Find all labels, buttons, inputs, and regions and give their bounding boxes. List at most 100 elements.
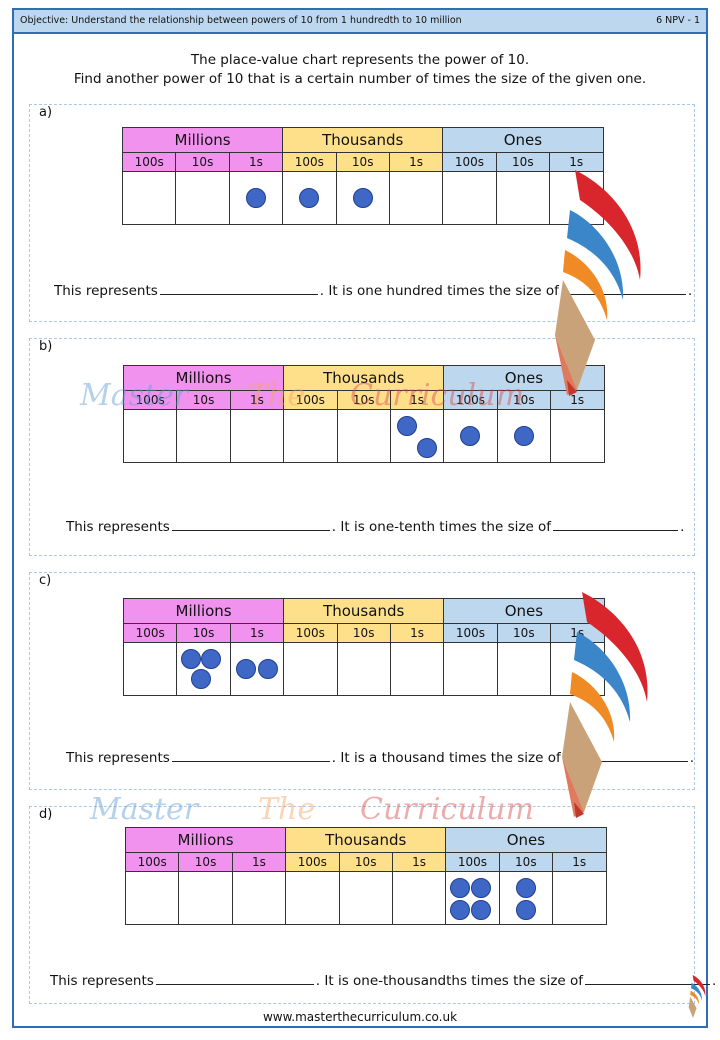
place-value-cell[interactable] (338, 871, 393, 925)
place-value-cell[interactable] (552, 871, 607, 925)
place-value-counter[interactable] (513, 426, 534, 446)
place-value-cell[interactable] (282, 171, 337, 225)
answer-blank-1[interactable] (155, 972, 314, 985)
place-value-cell[interactable] (283, 409, 338, 463)
place-value-cell[interactable] (178, 871, 233, 925)
place-value-cell[interactable] (122, 642, 178, 696)
place-value-cell[interactable] (445, 871, 500, 925)
pencil-logo-icon (555, 170, 641, 396)
place-value-counter[interactable] (201, 649, 222, 669)
footer-url: www.masterthecurriculum.co.uk (262, 1010, 458, 1024)
answer-blank-2[interactable] (560, 282, 686, 295)
place-value-cell[interactable] (498, 871, 554, 925)
place-value-cell[interactable] (550, 409, 605, 463)
answer-sentence: This represents. It is a thousand times … (66, 749, 694, 766)
place-value-counter[interactable] (416, 438, 437, 458)
objective-bar: Objective: Understand the relationship b… (12, 8, 708, 34)
place-value-cell[interactable] (336, 642, 391, 696)
sentence-period: . (687, 283, 693, 299)
group-header: Millions (122, 365, 285, 391)
column-header: 10s (495, 152, 551, 172)
place-value-cell[interactable] (176, 642, 231, 696)
question-label: d) (39, 807, 53, 822)
place-value-counter[interactable] (450, 878, 471, 898)
answer-blank-2[interactable] (553, 518, 679, 531)
column-header: 100s (283, 623, 338, 643)
group-header: Ones (442, 127, 604, 153)
place-value-cell[interactable] (336, 409, 391, 463)
place-value-cell[interactable] (442, 171, 497, 225)
column-header: 10s (176, 390, 231, 410)
place-value-cell[interactable] (496, 409, 552, 463)
place-value-cell[interactable] (389, 642, 445, 696)
place-value-cell[interactable] (175, 171, 230, 225)
place-value-cell[interactable] (388, 171, 444, 225)
objective-text: Objective: Understand the relationship b… (20, 15, 462, 26)
place-value-cell[interactable] (176, 409, 231, 463)
place-value-cell[interactable] (443, 642, 498, 696)
place-value-counter[interactable] (471, 878, 492, 898)
column-header: 10s (336, 623, 391, 643)
answer-blank-2[interactable] (562, 749, 688, 762)
sentence-start: This represents (66, 750, 170, 766)
question-section: b) (29, 338, 695, 556)
question-section: a) (29, 104, 695, 322)
place-value-counter[interactable] (460, 426, 481, 446)
place-value-cell[interactable] (229, 409, 285, 463)
column-header: 100s (124, 852, 180, 872)
column-header: 100s (282, 152, 337, 172)
answer-blank-2[interactable] (585, 972, 711, 985)
place-value-cell[interactable] (229, 642, 285, 696)
place-value-cell[interactable] (283, 642, 338, 696)
column-header: 1s (549, 152, 604, 172)
watermark-curriculum: Curriculum (350, 378, 525, 413)
place-value-cell[interactable] (228, 171, 284, 225)
sentence-middle: . It is one-tenth times the size of (331, 519, 552, 535)
question-label: a) (39, 105, 53, 120)
place-value-cell[interactable] (389, 409, 445, 463)
column-header: 100s (285, 852, 340, 872)
answer-blank-1[interactable] (171, 749, 330, 762)
place-value-cell[interactable] (391, 871, 447, 925)
column-header: 1s (391, 852, 447, 872)
place-value-cell[interactable] (443, 409, 498, 463)
place-value-cell[interactable] (285, 871, 340, 925)
place-value-counter[interactable] (245, 188, 266, 208)
answer-blank-1[interactable] (171, 518, 330, 531)
place-value-cell[interactable] (496, 642, 552, 696)
place-value-cell[interactable] (122, 409, 178, 463)
column-header: 1s (552, 852, 607, 872)
place-value-counter[interactable] (515, 900, 536, 920)
place-value-cell[interactable] (231, 871, 287, 925)
place-value-cell[interactable] (121, 171, 177, 225)
place-value-counter[interactable] (471, 900, 492, 920)
answer-sentence: This represents. It is one hundred times… (54, 282, 692, 299)
place-value-counter[interactable] (515, 878, 536, 898)
lesson-code: 6 NPV - 1 (656, 15, 700, 26)
place-value-cell[interactable] (495, 171, 551, 225)
group-header: Ones (443, 598, 605, 624)
sentence-period: . (712, 973, 717, 989)
place-value-counter[interactable] (450, 900, 471, 920)
instruction-line-2: Find another power of 10 that is a certa… (73, 71, 647, 87)
place-value-counter[interactable] (396, 416, 417, 436)
place-value-counter[interactable] (235, 659, 256, 679)
place-value-counter[interactable] (191, 669, 212, 689)
place-value-counter[interactable] (352, 188, 373, 208)
column-header: 10s (335, 152, 390, 172)
group-header: Thousands (283, 598, 445, 624)
group-header: Thousands (285, 827, 447, 853)
column-header: 100s (445, 852, 500, 872)
column-header: 10s (338, 852, 393, 872)
place-value-counter[interactable] (257, 659, 278, 679)
place-value-cell[interactable] (124, 871, 180, 925)
column-header: 10s (498, 852, 554, 872)
group-header: Ones (445, 827, 607, 853)
place-value-counter[interactable] (181, 649, 202, 669)
place-value-cell[interactable] (335, 171, 390, 225)
place-value-counter[interactable] (299, 188, 320, 208)
answer-blank-1[interactable] (159, 282, 318, 295)
question-section: c) (29, 572, 695, 790)
